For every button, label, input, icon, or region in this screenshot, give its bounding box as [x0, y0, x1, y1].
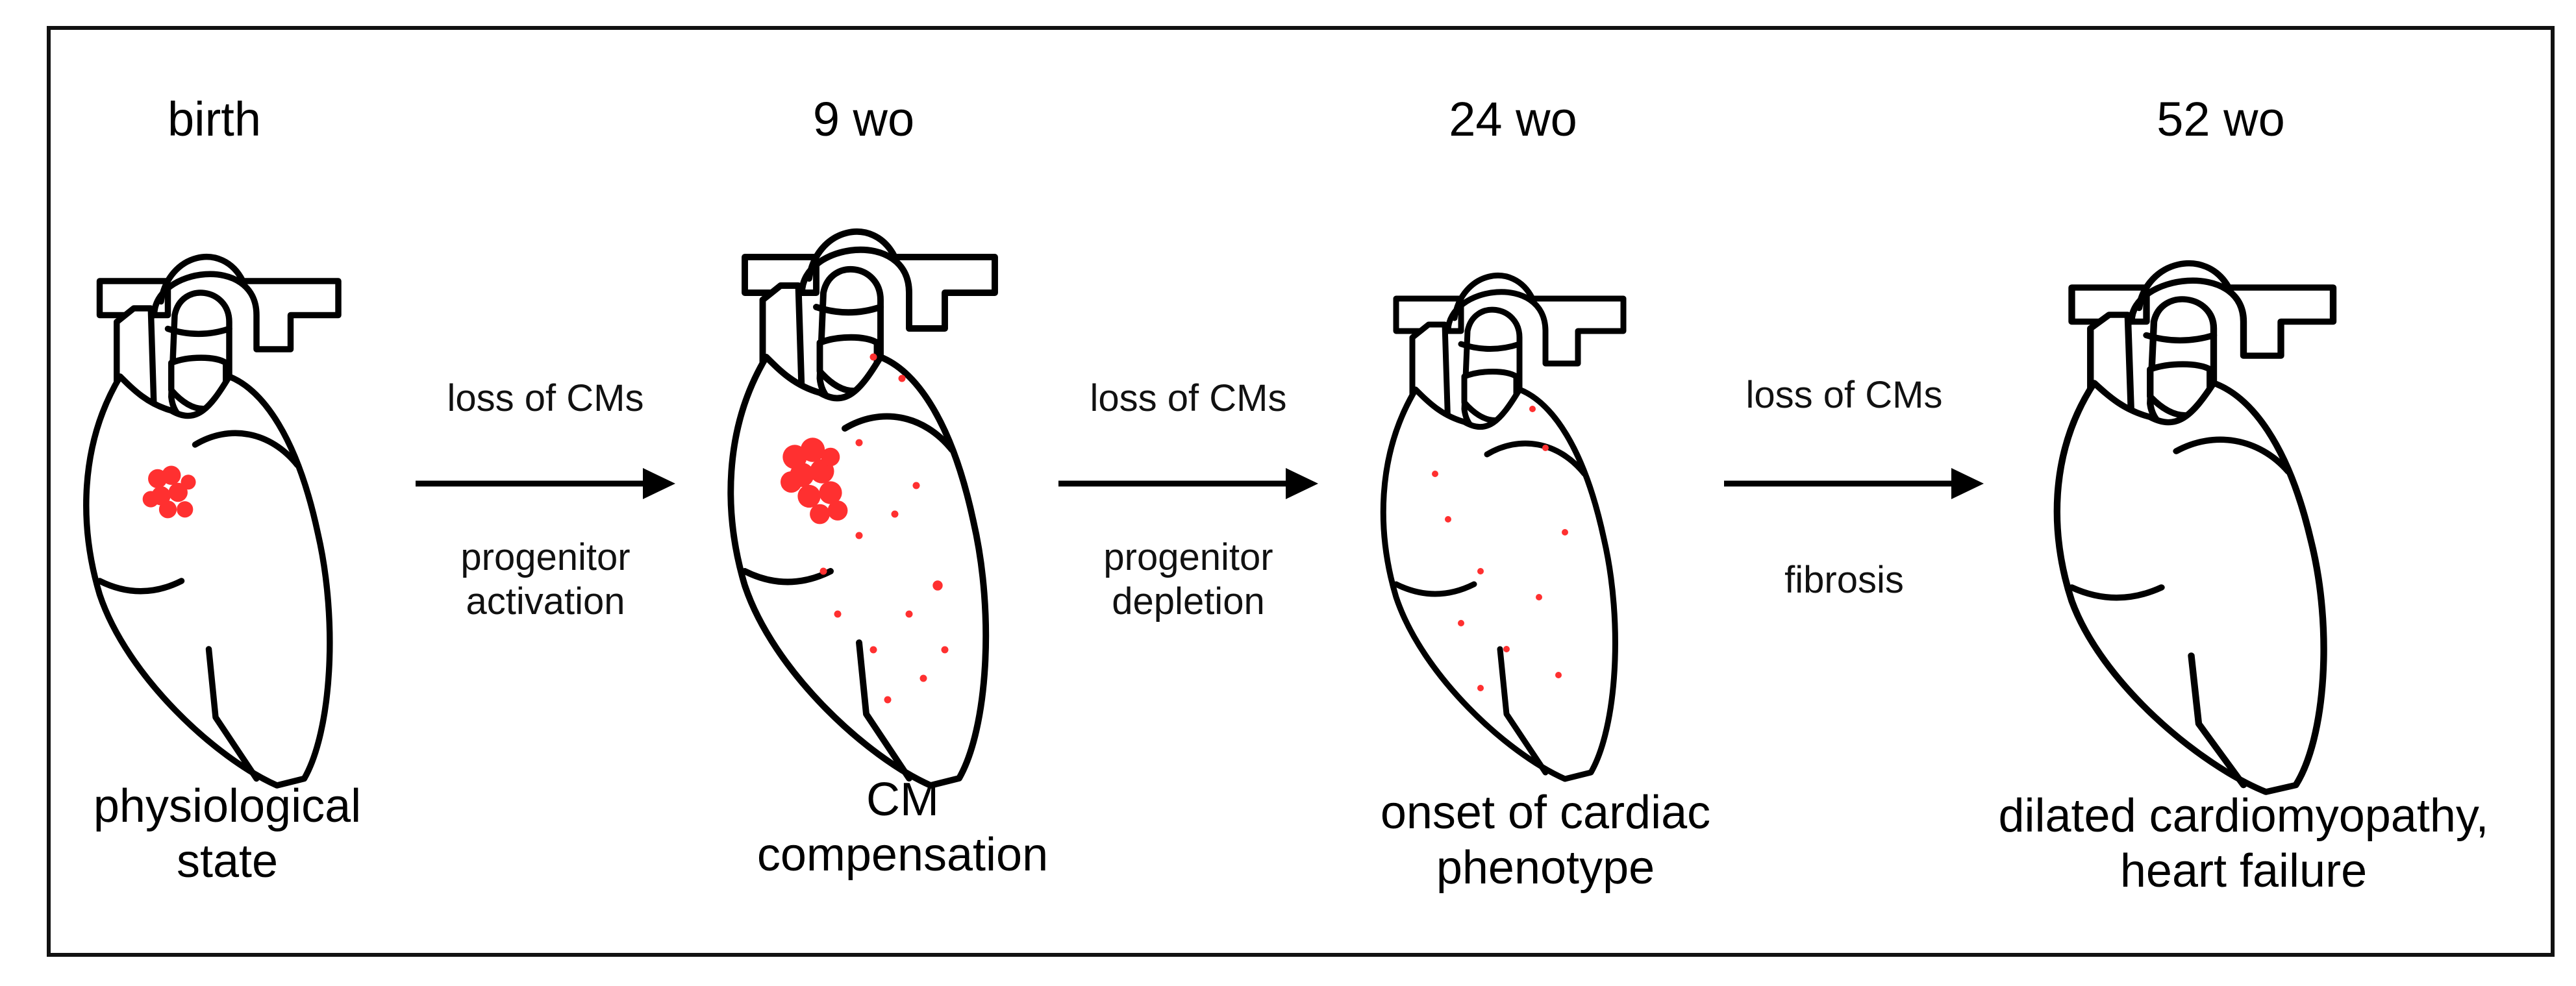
heart-24wo-icon: [1383, 275, 1623, 779]
heart-9wo-icon: [731, 232, 995, 785]
progenitor-cluster-9wo: [781, 438, 848, 524]
arrow-2-icon: [1058, 468, 1318, 499]
heart-52wo-icon: [2057, 264, 2333, 792]
transition-1-top: loss of CMs: [447, 377, 644, 419]
stage-label-24wo: onset of cardiac phenotype: [1380, 787, 1711, 894]
transition-3-bottom: fibrosis: [1784, 559, 1904, 601]
transition-2-bottom: progenitor depletion: [1103, 536, 1273, 623]
stage-title-9wo: 9 wo: [812, 92, 915, 146]
stage-label-9wo: CM compensation: [757, 774, 1049, 881]
stage-title-24wo: 24 wo: [1449, 92, 1577, 146]
stage-label-52wo: dilated cardiomyopathy, heart failure: [1998, 790, 2489, 897]
arrow-1-icon: [416, 468, 675, 499]
heart-birth-icon: [86, 257, 338, 785]
transition-2-top: loss of CMs: [1090, 377, 1287, 419]
stage-title-52wo: 52 wo: [2157, 92, 2285, 146]
stage-title-birth: birth: [168, 92, 261, 146]
scattered-progenitors-9wo: [819, 353, 949, 704]
progenitor-cluster-birth: [142, 465, 196, 519]
transition-1-bottom: progenitor activation: [460, 536, 631, 623]
stage-label-birth: physiological state: [93, 780, 362, 887]
transition-3-top: loss of CMs: [1745, 374, 1943, 416]
arrow-3-icon: [1724, 468, 1984, 499]
scattered-progenitors-24wo: [1432, 406, 1568, 691]
